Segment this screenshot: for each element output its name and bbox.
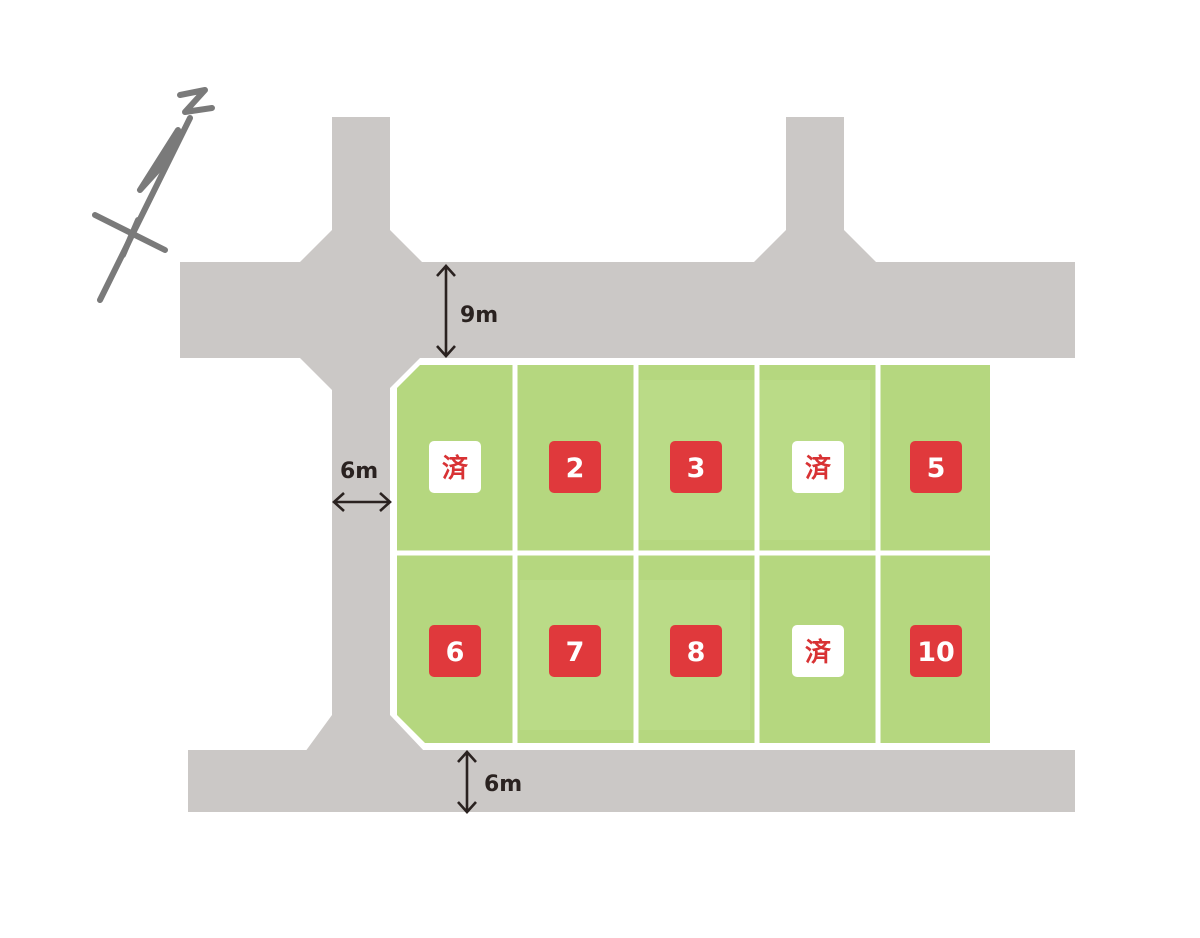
lot-sold-badge[interactable]: 済	[792, 441, 844, 493]
lot-badge-background	[549, 625, 601, 677]
west-road	[332, 350, 390, 760]
north-arrow-icon	[92, 87, 215, 303]
lot-number-badge[interactable]: 8	[670, 625, 722, 677]
lot-label: 10	[917, 637, 955, 668]
north-road	[180, 262, 1075, 358]
lot-badges: 済 2 3 済 5 6 7 8 済 10	[429, 441, 962, 677]
lot-number-badge[interactable]: 7	[549, 625, 601, 677]
lot-number-badge[interactable]: 10	[910, 625, 962, 677]
roads	[180, 117, 1075, 812]
lot-badge-background	[429, 441, 481, 493]
lot-label: 5	[927, 453, 946, 484]
north-west-road	[332, 117, 390, 267]
lot-label: 7	[566, 637, 585, 668]
south-road	[188, 750, 1075, 812]
lot-label: 済	[805, 453, 832, 484]
west-road-width-label: 6m	[340, 459, 378, 484]
north-east-road	[786, 117, 844, 267]
west-road-dimension: 6m	[332, 459, 392, 512]
lot-badge-background	[429, 625, 481, 677]
lot-badge-background	[910, 441, 962, 493]
lot-badge-background	[910, 625, 962, 677]
lot-label: 済	[805, 637, 832, 668]
north-road-dimension: 9m	[436, 264, 498, 358]
lots-block	[395, 362, 993, 746]
lot-badge-background	[670, 625, 722, 677]
lot-sold-badge[interactable]: 済	[429, 441, 481, 493]
lot-label: 3	[687, 453, 706, 484]
lot-sold-badge[interactable]: 済	[792, 625, 844, 677]
lot-number-badge[interactable]: 2	[549, 441, 601, 493]
south-road-dimension: 6m	[457, 750, 522, 814]
lot-badge-background	[549, 441, 601, 493]
lot-badge-background	[670, 441, 722, 493]
lot-label: 済	[442, 453, 469, 484]
lot-label: 2	[566, 453, 585, 484]
lot-badge-background	[792, 441, 844, 493]
south-road-width-label: 6m	[484, 772, 522, 797]
lot-badge-background	[792, 625, 844, 677]
lot-label: 8	[687, 637, 706, 668]
lot-number-badge[interactable]: 6	[429, 625, 481, 677]
lot-number-badge[interactable]: 5	[910, 441, 962, 493]
lot-label: 6	[446, 637, 465, 668]
north-road-width-label: 9m	[460, 303, 498, 328]
lot-number-badge[interactable]: 3	[670, 441, 722, 493]
